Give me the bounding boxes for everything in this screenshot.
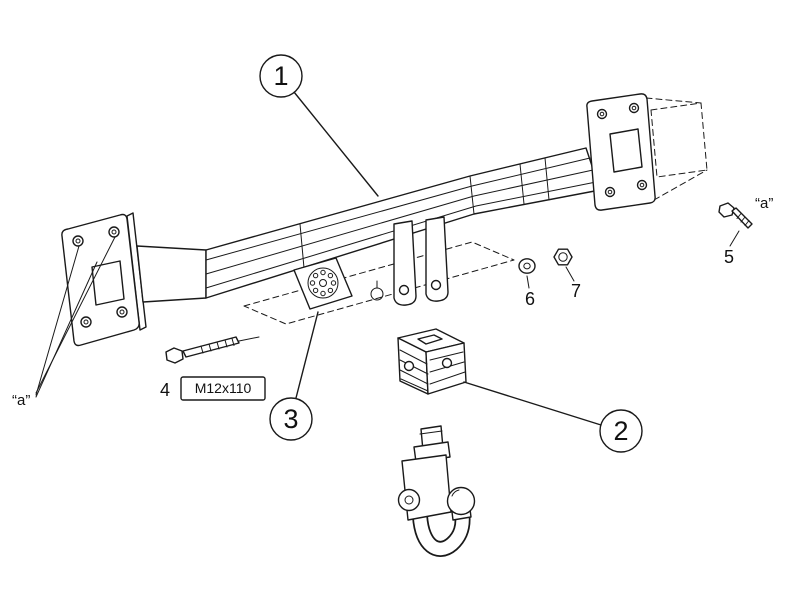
ref-a-left: “a” <box>12 236 116 409</box>
lock-cylinder <box>397 488 421 512</box>
item-7-label: 7 <box>571 281 581 301</box>
left-plate-connector <box>136 245 207 303</box>
item-5-label: 5 <box>724 247 734 267</box>
callout-2: 2 <box>463 381 643 453</box>
detachable-towball <box>397 425 476 557</box>
bolt-m12x110 <box>165 336 260 364</box>
receiver-bracket <box>397 328 467 395</box>
right-plate-bolt-holes <box>596 102 648 198</box>
towball-ball <box>446 486 476 516</box>
callout-3-label: 3 <box>283 404 298 434</box>
left-mounting-plate <box>61 212 207 347</box>
small-bolt <box>718 202 753 247</box>
lock-nut <box>553 248 575 282</box>
callout-1-label: 1 <box>273 61 288 91</box>
spacer-plate-bolt-circle <box>309 269 337 297</box>
bolt-spec-box: M12x110 <box>180 376 266 401</box>
callout-1: 1 <box>259 54 379 197</box>
spacer-plate <box>293 257 353 310</box>
ball-mount-support-plates <box>370 216 449 306</box>
right-mounting-plate <box>586 93 656 211</box>
hidden-chassis-box <box>645 97 708 201</box>
callout-3: 3 <box>269 311 319 441</box>
ref-a-right-label: “a” <box>755 195 773 212</box>
item-4-label: 4 <box>160 380 170 400</box>
assembly-plane-outline <box>243 241 515 325</box>
ref-a-left-label: “a” <box>12 392 30 409</box>
item-6-label: 6 <box>525 289 535 309</box>
callout-2-label: 2 <box>613 416 628 446</box>
wiring-hook <box>370 280 384 301</box>
washer <box>518 258 536 289</box>
left-plate-bolt-holes <box>72 226 128 328</box>
bolt-spec-label: M12x110 <box>195 380 252 396</box>
